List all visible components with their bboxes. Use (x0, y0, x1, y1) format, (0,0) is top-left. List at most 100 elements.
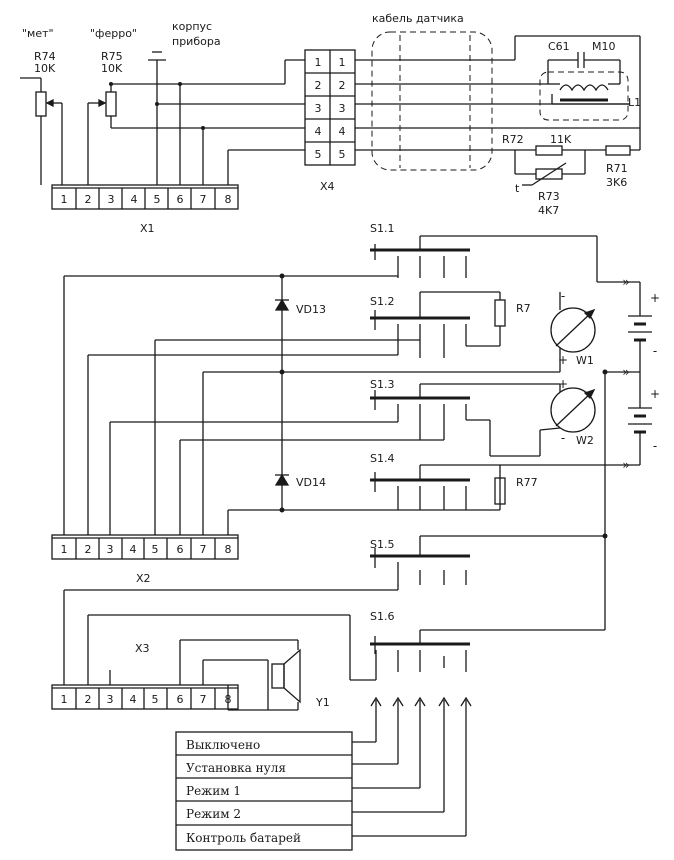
svg-text:-: - (653, 439, 657, 453)
switch-s13 (370, 383, 560, 457)
mode-arrows (352, 696, 472, 837)
label-l1: L1 (628, 96, 641, 109)
mode-battery-check: Контроль батарей (186, 831, 301, 845)
label-s12: S1.2 (370, 295, 394, 308)
label-r72-value: 11K (550, 133, 572, 146)
x2-pin-7: 7 (200, 543, 207, 556)
label-x1: X1 (140, 222, 155, 235)
x4-pin-2a: 2 (315, 79, 322, 92)
label-t: t (515, 182, 520, 195)
ground-symbol (148, 51, 166, 185)
x3-pin-3: 3 (107, 693, 114, 706)
speaker-y1: Y1 (268, 648, 330, 711)
svg-text:»: » (622, 365, 629, 379)
svg-text:»: » (622, 275, 629, 289)
mode-table: Выключено Установка нуля Режим 1 Режим 2… (175, 731, 353, 851)
meter-w2: + - W2 (539, 377, 596, 456)
resistor-r7: R7 (494, 292, 531, 346)
x3-pin-4: 4 (130, 693, 137, 706)
label-s15: S1.5 (370, 538, 394, 551)
x4-pin-2b: 2 (339, 79, 346, 92)
label-s11: S1.1 (370, 222, 394, 235)
diode-vd13: VD13 (274, 273, 326, 375)
label-x2: X2 (136, 572, 151, 585)
x2-pin-6: 6 (177, 543, 184, 556)
x4-pin-1a: 1 (315, 56, 322, 69)
label-r71-value: 3K6 (606, 176, 627, 189)
resistor-r72: R72 11K (502, 133, 572, 156)
x3-pin-8: 8 (225, 693, 232, 706)
svg-text:+: + (558, 353, 568, 367)
label-r72: R72 (502, 133, 524, 146)
mode-off: Выключено (186, 738, 260, 752)
svg-text:-: - (561, 289, 565, 303)
mode-zero-set: Установка нуля (186, 761, 286, 775)
battery-1: + - (622, 281, 660, 372)
svg-text:-: - (653, 344, 657, 358)
switch-s11 (370, 235, 622, 283)
x4-pin-3b: 3 (339, 102, 346, 115)
connector-x4: 1 2 3 4 5 1 2 3 4 5 (304, 49, 356, 166)
switch-s14 (370, 464, 622, 511)
x4-pin-5b: 5 (339, 148, 346, 161)
x2-pin-3: 3 (107, 543, 114, 556)
x4-pin-3a: 3 (315, 102, 322, 115)
x1-pin-1: 1 (61, 193, 68, 206)
x2-pin-8: 8 (225, 543, 232, 556)
x1-pin-8: 8 (225, 193, 232, 206)
x1-pin-5: 5 (154, 193, 161, 206)
potentiometer-r75 (87, 82, 117, 185)
label-c61-value: М10 (592, 40, 616, 53)
x3-pin-2: 2 (85, 693, 92, 706)
label-r75: R75 (101, 50, 123, 63)
x2-pin-4: 4 (130, 543, 137, 556)
x1-pin-4: 4 (131, 193, 138, 206)
svg-text:-: - (561, 431, 565, 445)
label-x4: X4 (320, 180, 335, 193)
cable-shield (371, 31, 493, 171)
potentiometer-r74 (20, 77, 63, 185)
label-r77: R77 (516, 476, 538, 489)
label-vd14: VD14 (296, 476, 326, 489)
x1-pin-3: 3 (108, 193, 115, 206)
switch-s16 (370, 372, 606, 680)
label-w2: W2 (576, 434, 594, 447)
top-section: "мет" "ферро" корпус прибора кабель датч… (20, 12, 641, 235)
x4-pin-5a: 5 (315, 148, 322, 161)
x2-pin-5: 5 (152, 543, 159, 556)
connector-x1: 1 2 3 4 5 6 7 8 (51, 184, 239, 210)
label-c61: С61 (548, 40, 570, 53)
meter-w1: - + W1 (550, 289, 596, 372)
label-y1: Y1 (315, 696, 330, 709)
label-cable: кабель датчика (372, 12, 464, 25)
switch-section: S1.1 S1.2 S1.3 S1.4 S1.5 S1.6 (51, 222, 660, 680)
capacitor-c61: С61 М10 (547, 40, 621, 84)
label-met: "мет" (22, 27, 54, 40)
bottom-section: X3 Y1 1 2 3 4 5 6 7 8 (51, 589, 472, 851)
label-s14: S1.4 (370, 452, 394, 465)
svg-text:+: + (650, 291, 660, 305)
battery-2: + - (602, 369, 660, 466)
connector-x3: 1 2 3 4 5 6 7 8 (51, 684, 239, 710)
x1-pin-7: 7 (200, 193, 207, 206)
x3-pin-5: 5 (152, 693, 159, 706)
x3-pin-6: 6 (177, 693, 184, 706)
label-vd13: VD13 (296, 303, 326, 316)
mode-2: Режим 2 (186, 807, 241, 821)
label-r73-value: 4K7 (538, 204, 559, 217)
x3-pin-1: 1 (61, 693, 68, 706)
label-r73: R73 (538, 190, 560, 203)
label-korpus-1: корпус (172, 20, 212, 33)
resistor-r71: R71 3K6 (605, 145, 631, 189)
label-r7: R7 (516, 302, 531, 315)
switch-s12 (370, 291, 500, 358)
diode-vd14: VD14 (274, 372, 326, 513)
label-r74: R74 (34, 50, 56, 63)
inductor-l1: L1 (539, 71, 641, 121)
svg-text:»: » (622, 458, 629, 472)
svg-text:+: + (558, 377, 568, 391)
x4-pin-4b: 4 (339, 125, 346, 138)
label-x3: X3 (135, 642, 150, 655)
label-r74-value: 10K (34, 62, 56, 75)
